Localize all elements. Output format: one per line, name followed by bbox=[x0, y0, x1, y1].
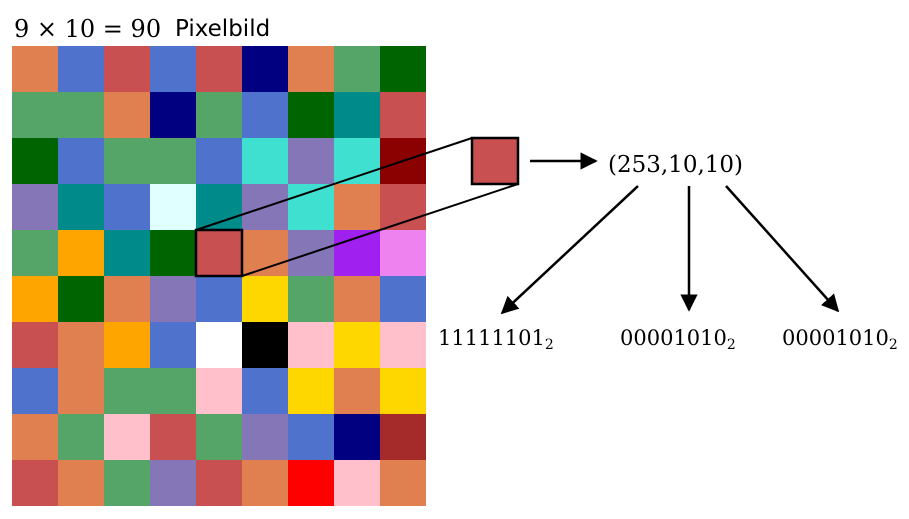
pixel-cell bbox=[334, 46, 380, 92]
pixel-cell bbox=[380, 46, 426, 92]
pixel-cell bbox=[196, 230, 242, 276]
pixel-cell bbox=[242, 46, 288, 92]
pixel-cell bbox=[12, 46, 58, 92]
pixel-cell bbox=[150, 368, 196, 414]
blue-binary-value: 000010102 bbox=[782, 326, 898, 353]
pixel-cell bbox=[196, 414, 242, 460]
pixel-cell bbox=[58, 276, 104, 322]
highlighted-pixel-outline bbox=[194, 228, 244, 278]
pixel-cell bbox=[104, 46, 150, 92]
pixel-cell bbox=[12, 276, 58, 322]
pixel-cell bbox=[12, 368, 58, 414]
pixel-cell bbox=[196, 322, 242, 368]
pixel-cell bbox=[58, 322, 104, 368]
pixel-cell bbox=[380, 414, 426, 460]
pixel-cell bbox=[196, 92, 242, 138]
pixel-cell bbox=[242, 414, 288, 460]
pixel-cell bbox=[196, 46, 242, 92]
pixel-cell bbox=[104, 276, 150, 322]
zoomed-pixel bbox=[470, 136, 520, 186]
pixel-cell bbox=[104, 460, 150, 506]
pixel-cell bbox=[58, 46, 104, 92]
diagram-title: Pixelbild bbox=[175, 16, 271, 42]
pixel-cell bbox=[196, 368, 242, 414]
pixel-cell bbox=[242, 460, 288, 506]
pixel-cell bbox=[150, 184, 196, 230]
pixel-cell bbox=[380, 92, 426, 138]
pixel-cell bbox=[380, 230, 426, 276]
pixel-cell bbox=[288, 368, 334, 414]
pixel-cell bbox=[12, 414, 58, 460]
pixel-cell bbox=[58, 414, 104, 460]
pixel-cell bbox=[104, 184, 150, 230]
pixel-cell bbox=[242, 368, 288, 414]
pixel-cell bbox=[334, 322, 380, 368]
pixel-cell bbox=[150, 92, 196, 138]
pixel-cell bbox=[334, 368, 380, 414]
pixel-cell bbox=[334, 184, 380, 230]
pixel-cell bbox=[150, 138, 196, 184]
pixel-cell bbox=[380, 276, 426, 322]
pixel-cell bbox=[288, 322, 334, 368]
pixel-cell bbox=[58, 230, 104, 276]
pixel-cell bbox=[334, 276, 380, 322]
pixel-cell bbox=[58, 138, 104, 184]
zoom-line-bottom bbox=[241, 183, 519, 277]
pixel-cell bbox=[12, 184, 58, 230]
arrow-to-red-binary bbox=[500, 185, 639, 315]
pixel-cell bbox=[150, 460, 196, 506]
pixel-cell bbox=[334, 460, 380, 506]
pixel-cell bbox=[242, 92, 288, 138]
zoom-line-top bbox=[195, 137, 473, 231]
pixel-cell bbox=[104, 322, 150, 368]
pixel-cell bbox=[150, 322, 196, 368]
pixel-cell bbox=[288, 414, 334, 460]
pixel-cell bbox=[334, 92, 380, 138]
pixel-cell bbox=[150, 46, 196, 92]
pixel-cell bbox=[58, 460, 104, 506]
pixel-cell bbox=[380, 368, 426, 414]
pixel-cell bbox=[288, 276, 334, 322]
pixel-cell bbox=[242, 138, 288, 184]
pixel-cell bbox=[58, 184, 104, 230]
pixel-cell bbox=[242, 322, 288, 368]
pixel-cell bbox=[242, 276, 288, 322]
pixel-cell bbox=[104, 138, 150, 184]
pixel-cell bbox=[380, 322, 426, 368]
arrow-to-blue-binary bbox=[725, 185, 840, 313]
pixel-cell bbox=[334, 414, 380, 460]
pixel-cell bbox=[380, 460, 426, 506]
pixel-cell bbox=[104, 368, 150, 414]
pixel-cell bbox=[104, 414, 150, 460]
pixel-grid bbox=[12, 46, 426, 506]
pixel-cell bbox=[58, 92, 104, 138]
pixel-cell bbox=[288, 138, 334, 184]
red-binary-value: 111111012 bbox=[438, 326, 554, 353]
pixel-cell bbox=[196, 138, 242, 184]
pixel-cell bbox=[150, 414, 196, 460]
pixel-cell bbox=[288, 460, 334, 506]
pixel-cell bbox=[12, 92, 58, 138]
pixel-cell bbox=[12, 138, 58, 184]
green-binary-value: 000010102 bbox=[620, 326, 736, 353]
grid-dimensions-label: 9 × 10 = 90 bbox=[14, 15, 162, 43]
pixel-cell bbox=[196, 460, 242, 506]
pixel-cell bbox=[104, 230, 150, 276]
pixel-cell bbox=[12, 322, 58, 368]
pixel-cell bbox=[12, 230, 58, 276]
pixel-cell bbox=[196, 276, 242, 322]
pixel-cell bbox=[288, 46, 334, 92]
pixel-cell bbox=[150, 276, 196, 322]
rgb-tuple: (253,10,10) bbox=[608, 152, 744, 178]
pixel-cell bbox=[104, 92, 150, 138]
pixel-cell bbox=[12, 460, 58, 506]
pixel-cell bbox=[58, 368, 104, 414]
pixel-cell bbox=[150, 230, 196, 276]
pixel-cell bbox=[288, 92, 334, 138]
